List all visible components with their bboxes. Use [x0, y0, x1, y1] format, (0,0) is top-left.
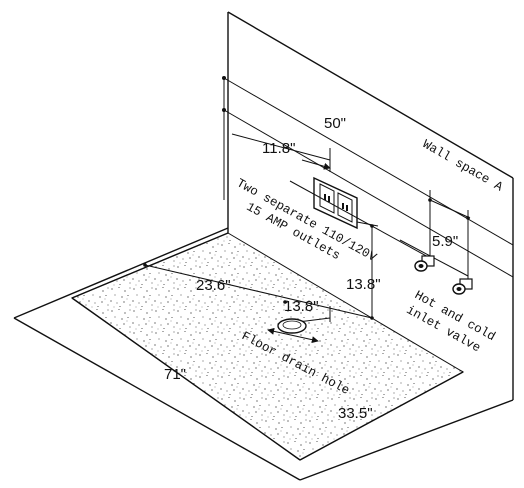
floor-width-label: 33.5" — [338, 405, 373, 422]
floor-drain-icon — [267, 318, 319, 344]
wall-width-label: 50" — [324, 115, 346, 132]
outlet-box — [313, 176, 358, 230]
hot-valve-icon — [414, 255, 435, 272]
wall-width-dimension — [222, 76, 514, 278]
valve-spacing-label: 5.9" — [432, 233, 458, 250]
floor-strip-divider — [144, 264, 373, 319]
outlet-offset-dimension — [231, 133, 331, 172]
outlet-height-label: 13.8" — [346, 276, 381, 293]
outlet-height-dimension — [356, 221, 379, 320]
cold-valve-icon — [452, 278, 473, 295]
floor-area — [70, 232, 465, 461]
floor-outline — [13, 227, 514, 481]
floor-length-label: 71" — [164, 366, 186, 383]
outlet-offset-label: 11.8" — [262, 140, 295, 157]
drain-offset-label: 13.8" — [284, 298, 319, 315]
floor-strip-label: 23.6" — [196, 277, 231, 294]
floor-strip-dimension — [143, 263, 287, 304]
